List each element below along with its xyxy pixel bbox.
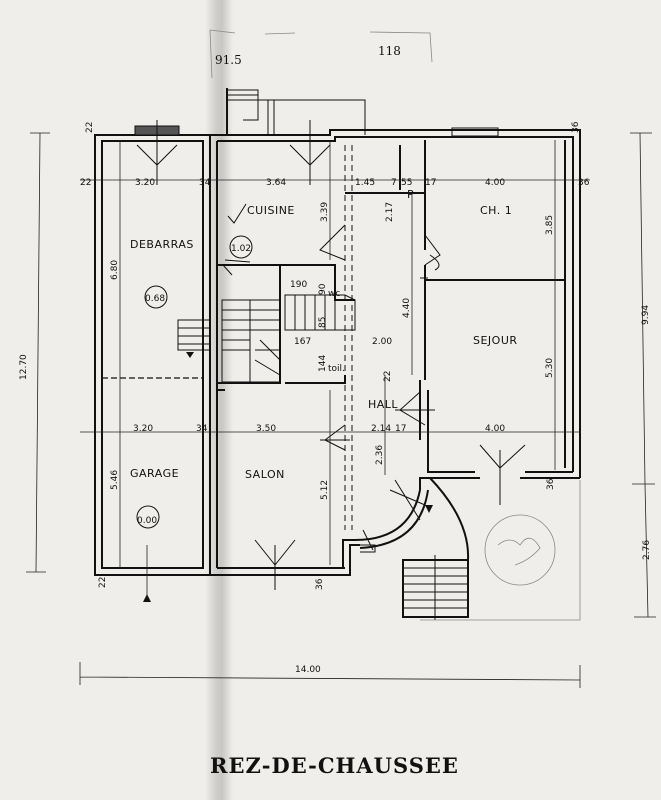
dim-top-ch1-width: 4.00	[485, 178, 505, 188]
level-debarras: 0.68	[145, 294, 165, 304]
dim-garage-depth: 5.46	[110, 470, 120, 490]
note-right: 118	[378, 44, 401, 58]
dimension-lines	[26, 132, 656, 688]
dim-wall-22-top: 22	[85, 122, 95, 133]
dim-overall-height-left: 12.70	[19, 354, 29, 380]
plan-title: REZ-DE-CHAUSSEE	[210, 753, 459, 778]
dim-terrace-depth: 2.76	[642, 540, 652, 560]
check-mark-icon	[227, 203, 247, 224]
dim-top-cuisine-width: 3.64	[266, 178, 286, 188]
room-label-cuisine: CUISINE	[247, 204, 295, 217]
room-label-toil: toil.	[328, 364, 345, 374]
dim-top-17: 17	[425, 178, 436, 188]
entry-steps	[402, 477, 581, 621]
interior-stairs	[177, 294, 356, 383]
dimension-texts: 22 3.20 34 3.64 1.45 7 55 17 4.00 36 3.2…	[19, 121, 652, 675]
dim-top-7: 7	[391, 178, 397, 188]
dim-overall-width: 14.00	[295, 665, 321, 675]
dim-debarras-depth: 6.80	[110, 260, 120, 280]
dim-mid-garage-width: 3.20	[133, 424, 153, 434]
room-label-hall: HALL	[368, 398, 398, 411]
dim-wall-36-right: 36	[546, 478, 556, 490]
dim-hall-depth: 4.40	[402, 298, 412, 318]
room-label-debarras: DEBARRAS	[130, 238, 194, 251]
dim-mid-salon-width: 3.50	[256, 424, 276, 434]
dim-wall-22-bottom: 22	[98, 577, 108, 588]
dim-ch1-depth: 3.85	[545, 215, 555, 235]
dim-placard-depth: 2.17	[385, 202, 395, 222]
dim-mid-17: 17	[395, 424, 406, 434]
handwritten-notes: 91.5 118	[209, 29, 433, 79]
note-left: 91.5	[215, 53, 242, 67]
dim-mid-hall-width: 2.14	[371, 424, 391, 434]
room-label-ch1: CH. 1	[480, 204, 512, 217]
level-cuisine: 1.02	[231, 244, 251, 254]
room-label-placard: P	[407, 188, 414, 201]
dim-hall-22: 22	[383, 371, 393, 382]
room-label-garage: GARAGE	[130, 467, 179, 480]
room-label-salon: SALON	[245, 468, 285, 481]
dim-top-55: 55	[401, 178, 412, 188]
dim-stair-width: 190	[290, 280, 307, 290]
dim-top-34: 34	[199, 178, 211, 188]
room-label-wc: wc	[328, 289, 340, 299]
room-labels: DEBARRAS CUISINE GARAGE SALON HALL CH. 1…	[130, 188, 518, 481]
interior-walls	[102, 135, 565, 575]
dim-mid-sejour-width: 4.00	[485, 424, 505, 434]
room-label-sejour: SEJOUR	[473, 334, 518, 347]
dim-hall-width: 2.00	[372, 337, 392, 347]
dim-wc-depth: 90	[318, 283, 328, 295]
dim-wc-width: 167	[294, 337, 311, 347]
dim-top-22: 22	[80, 178, 91, 188]
dim-toil-depth: 144	[318, 355, 328, 372]
level-garage: 0.00	[137, 516, 157, 526]
outer-walls	[94, 125, 581, 576]
dim-mid-34: 34	[196, 424, 208, 434]
dim-salon-depth: 5.12	[320, 480, 330, 500]
dim-sejour-depth: 5.30	[545, 358, 555, 378]
dim-top-debarras-width: 3.20	[135, 178, 155, 188]
doors-windows	[136, 120, 526, 590]
dim-cuisine-depth: 3.39	[320, 202, 330, 222]
dim-wall-36-top: 36	[571, 121, 581, 133]
dim-wall-36-bottom: 36	[315, 578, 325, 590]
dim-top-hall-width: 1.45	[355, 178, 375, 188]
dim-stair-depth: 85	[318, 317, 328, 328]
dim-overall-height-right: 9.94	[641, 305, 651, 325]
back-steps	[226, 88, 366, 135]
dim-top-36: 36	[578, 178, 590, 188]
dim-hall-lower-depth: 2.36	[375, 445, 385, 465]
level-markers: 0.68 1.02 0.00	[136, 235, 253, 529]
